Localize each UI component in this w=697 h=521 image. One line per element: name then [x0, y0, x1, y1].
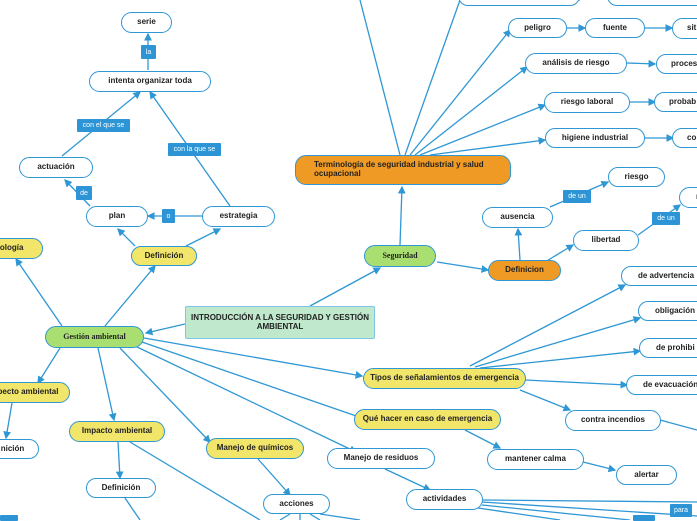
definicion-left-node[interactable]: nición: [0, 439, 39, 459]
co-node[interactable]: co: [672, 128, 697, 148]
label-con-el-que-se: con el que se: [77, 119, 130, 132]
obligacion-node[interactable]: obligación: [638, 301, 697, 321]
fuente-node[interactable]: fuente: [585, 18, 645, 38]
analisis-riesgo-node[interactable]: análisis de riesgo: [525, 53, 627, 74]
manejo-residuos-node[interactable]: Manejo de residuos: [327, 448, 435, 469]
right-edge-node[interactable]: r: [679, 187, 697, 208]
plan-node[interactable]: plan: [86, 206, 148, 227]
label-para: para: [670, 504, 692, 517]
evacuacion-node[interactable]: de evacuación: [626, 375, 697, 395]
actuacion-node[interactable]: actuación: [19, 157, 93, 178]
tecnologia-node[interactable]: nología: [0, 238, 43, 259]
prohibicion-node[interactable]: de prohibi: [639, 338, 697, 358]
label-de-un-1: de un: [563, 190, 591, 203]
higiene-industrial-node[interactable]: higiene industrial: [545, 128, 645, 148]
terminologia-node[interactable]: Terminología de seguridad industrial y s…: [295, 155, 511, 185]
top-edge-node[interactable]: [458, 0, 580, 6]
peligro-node[interactable]: peligro: [508, 18, 567, 38]
label-con-la-que-se: con la que se: [168, 143, 221, 156]
que-hacer-node[interactable]: Qué hacer en caso de emergencia: [354, 409, 501, 430]
advertencia-node[interactable]: de advertencia: [621, 266, 697, 286]
ausencia-node[interactable]: ausencia: [482, 207, 553, 228]
label-de: de: [76, 186, 92, 200]
estrategia-node[interactable]: estrategia: [202, 206, 275, 227]
root-node[interactable]: INTRODUCCIÓN A LA SEGURIDAD Y GESTIÓN AM…: [185, 306, 375, 339]
impacto-ambiental-left-node[interactable]: pecto ambiental: [0, 382, 70, 403]
top-right-edge-node[interactable]: [607, 0, 697, 6]
intenta-organizar-node[interactable]: intenta organizar toda: [89, 71, 211, 92]
manejo-quimicos-node[interactable]: Manejo de químicos: [206, 438, 304, 459]
label-la: la: [141, 45, 156, 59]
sit-node[interactable]: sit: [672, 18, 697, 39]
probabilidad-node[interactable]: probab: [654, 92, 697, 112]
libertad-node[interactable]: libertad: [573, 230, 639, 251]
label-de-un-2: de un: [652, 212, 680, 225]
definicion-gestion-node[interactable]: Definición: [131, 246, 197, 266]
label-fragment-right: [633, 515, 655, 521]
definicion-seguridad-node[interactable]: Definicion: [488, 260, 561, 281]
alertar-node[interactable]: alertar: [616, 465, 677, 485]
riesgo-laboral-node[interactable]: riesgo laboral: [544, 92, 630, 113]
gestion-ambiental-node[interactable]: Gestión ambiental: [45, 326, 144, 348]
actividades-node[interactable]: actividades: [406, 489, 483, 510]
mantener-calma-node[interactable]: mantener calma: [487, 449, 584, 470]
riesgo-node[interactable]: riesgo: [608, 167, 665, 187]
seguridad-node[interactable]: Seguridad: [364, 245, 436, 267]
impacto-definicion-node[interactable]: Definición: [86, 478, 156, 498]
proceso-node[interactable]: proces: [656, 54, 697, 74]
impacto-ambiental-node[interactable]: Impacto ambiental: [69, 421, 165, 442]
label-fragment-left: [0, 515, 18, 521]
contra-incendios-node[interactable]: contra incendios: [565, 410, 661, 431]
label-o: o: [162, 209, 175, 223]
tipos-senalamientos-node[interactable]: Tipos de señalamientos de emergencia: [363, 368, 526, 389]
serie-node[interactable]: serie: [121, 12, 172, 33]
acciones-node[interactable]: acciones: [263, 494, 330, 514]
